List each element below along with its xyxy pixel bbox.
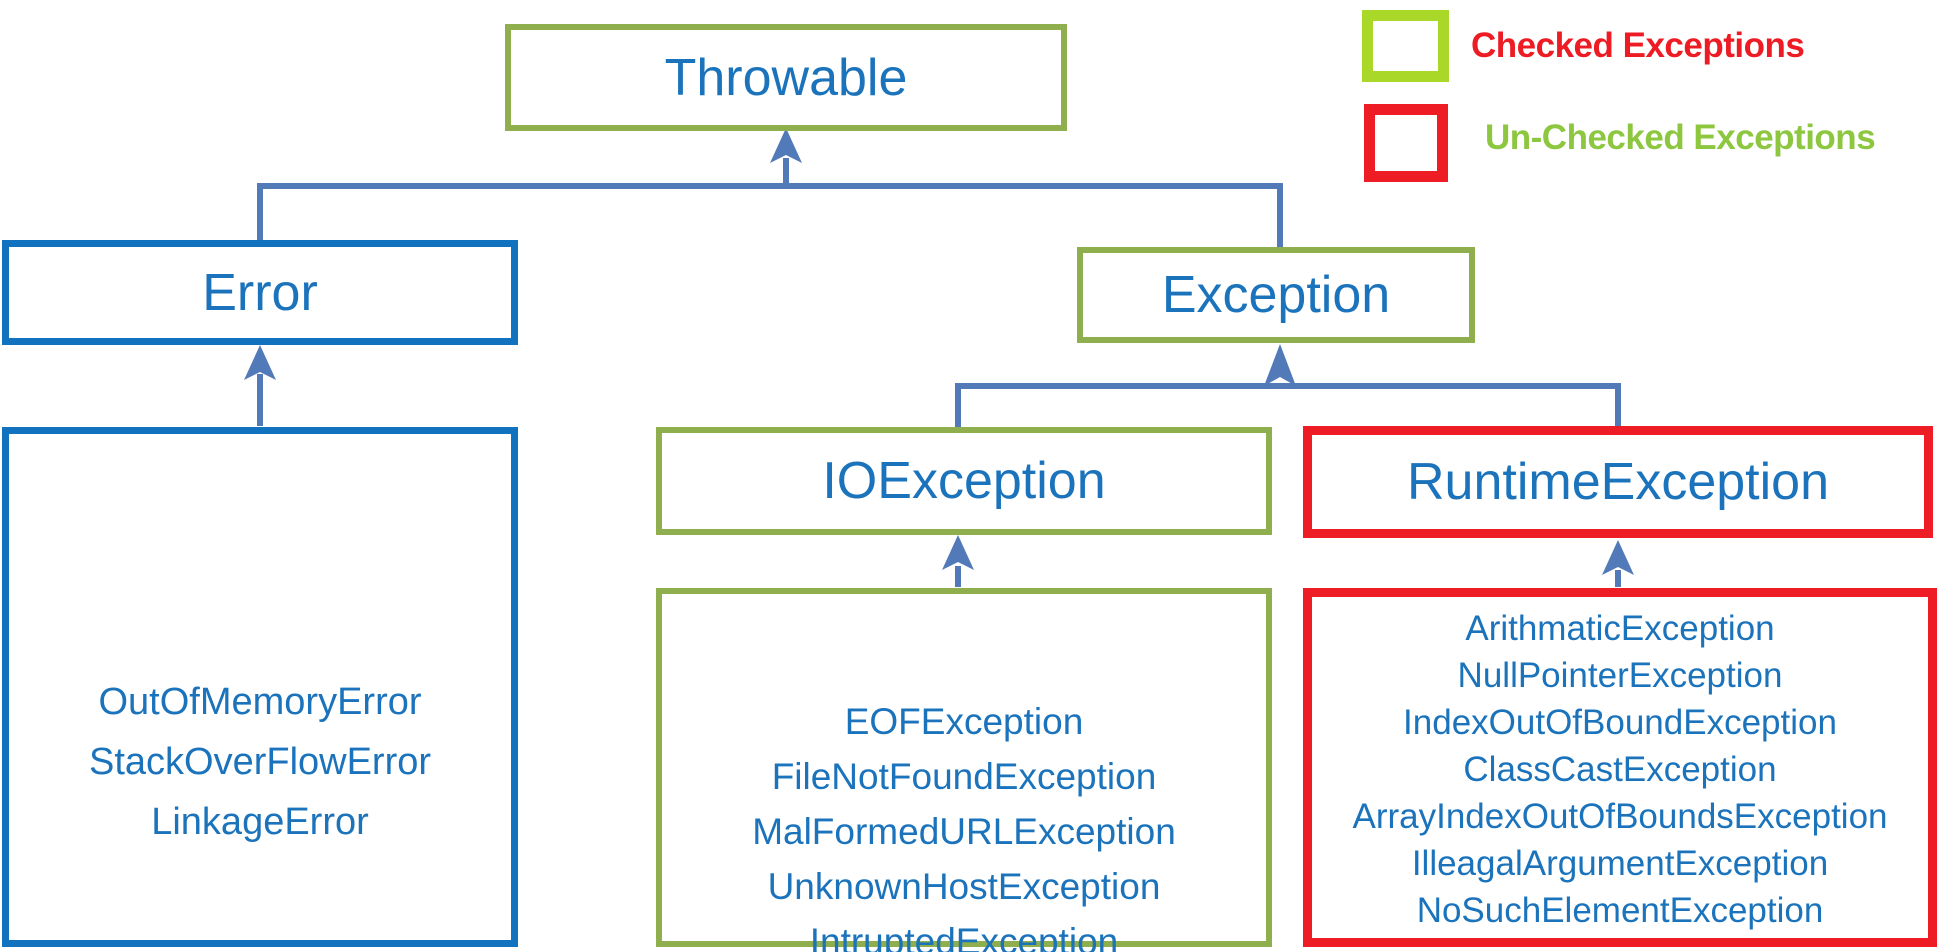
node-throwable: Throwable [505, 24, 1067, 131]
legend-checked-swatch [1362, 10, 1449, 82]
legend-unchecked-swatch [1364, 104, 1448, 182]
exception-class-name: NoSuchElementException [1416, 891, 1824, 930]
exception-children-bracket [955, 383, 1621, 427]
legend-unchecked-label: Un-Checked Exceptions [1485, 118, 1876, 157]
exception-class-name: IntruptedException [809, 921, 1119, 952]
exception-class-name: MalFormedURLException [752, 811, 1176, 852]
node-throwable-label: Throwable [664, 48, 908, 107]
node-exception-label: Exception [1161, 266, 1391, 324]
node-runtimeexception: RuntimeException [1303, 426, 1933, 538]
node-ioexception: IOException [656, 427, 1272, 535]
exception-class-name: ArithmaticException [1465, 609, 1775, 648]
node-error: Error [2, 240, 518, 345]
node-exception: Exception [1077, 247, 1475, 343]
exception-class-name: ArrayIndexOutOfBoundsException [1352, 797, 1888, 836]
node-runtimeexception-label: RuntimeException [1407, 453, 1829, 511]
exception-class-name: IlleagalArgumentException [1411, 844, 1829, 883]
arrow-head-to-exception [1264, 344, 1296, 386]
arrow-head-to-error [244, 345, 276, 380]
exception-class-name: NullPointerException [1457, 656, 1783, 695]
exception-class-name: FileNotFoundException [771, 756, 1157, 797]
exception-class-name: EOFException [844, 701, 1084, 742]
exception-class-name: UnknownHostException [767, 866, 1161, 907]
throwable-children-bracket [257, 183, 1283, 247]
arrow-head-to-ioexception [942, 535, 974, 570]
exception-class-name: StackOverFlowError [88, 741, 432, 783]
legend-checked-label: Checked Exceptions [1471, 26, 1805, 65]
exception-class-name: OutOfMemoryError [98, 681, 422, 723]
exception-class-name: IndexOutOfBoundException [1403, 703, 1837, 742]
arrow-head-to-runtimeexception [1602, 540, 1634, 575]
exception-class-name: LinkageError [151, 801, 369, 843]
node-ioexception-label: IOException [822, 452, 1106, 510]
arrow-head-to-throwable [770, 128, 802, 163]
node-error-label: Error [202, 263, 318, 322]
exception-class-name: ClassCastException [1463, 750, 1777, 789]
